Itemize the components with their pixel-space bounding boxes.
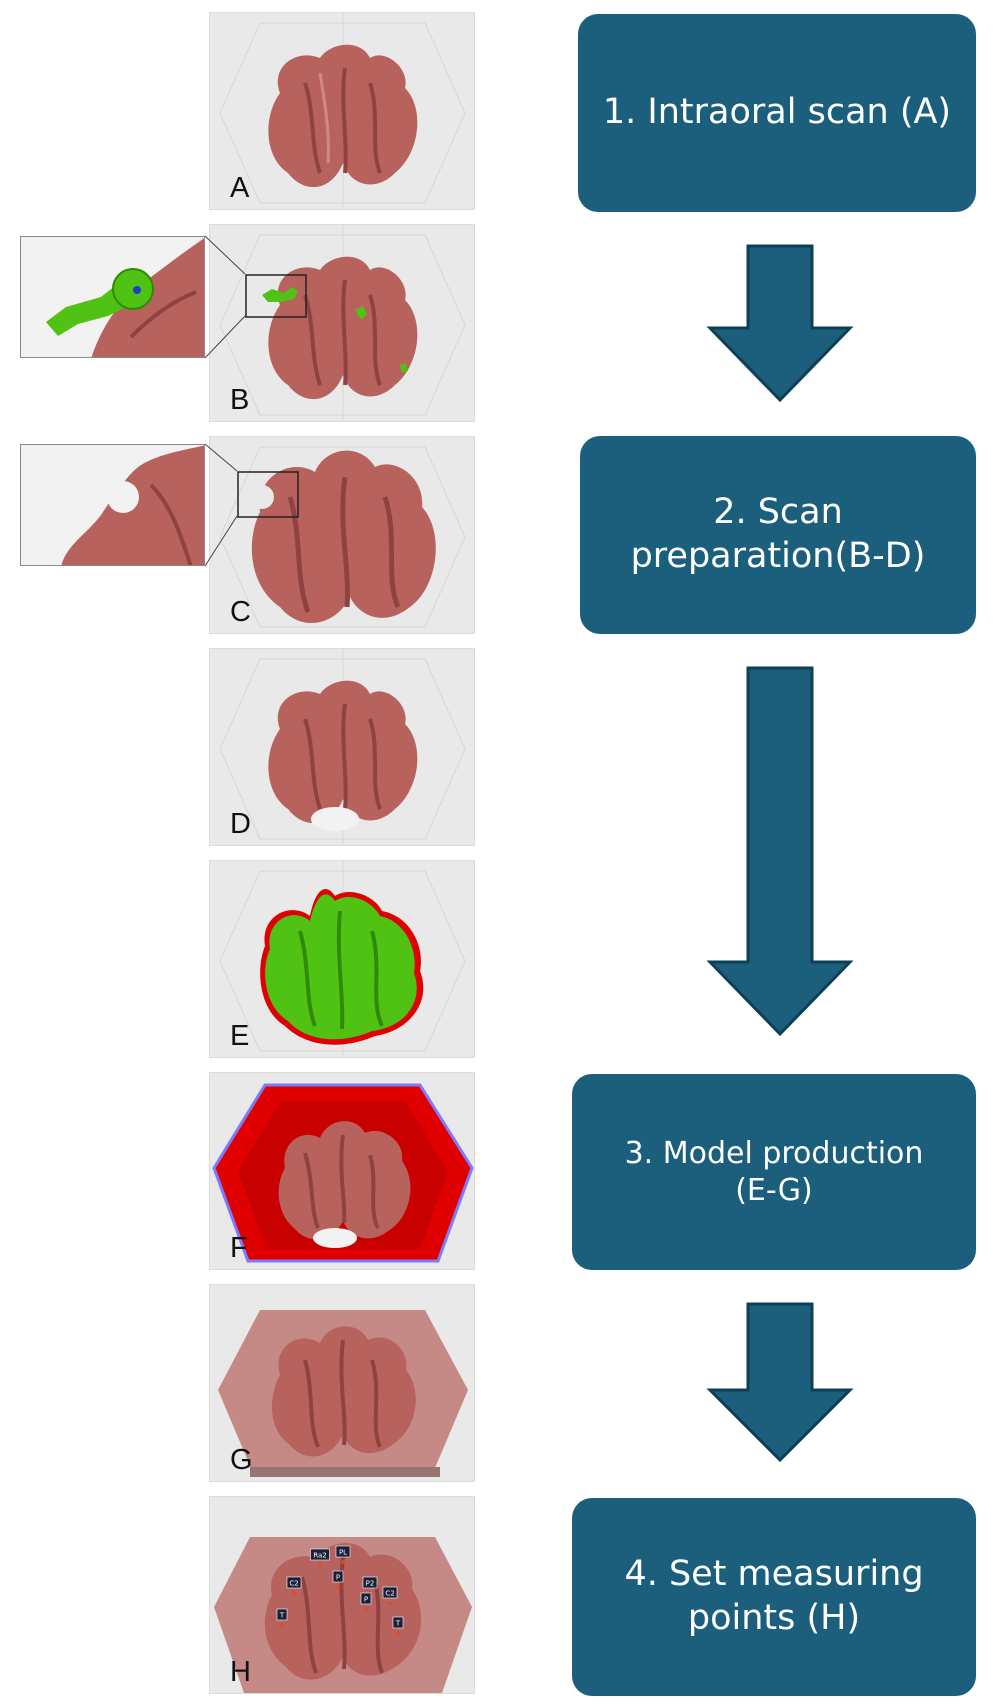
panel-c: C — [209, 436, 475, 634]
measuring-point-2: C2 — [286, 1576, 302, 1595]
svg-text:PL: PL — [339, 1549, 347, 1557]
panel-label: F — [230, 1232, 248, 1264]
step-1-label: 1. Intraoral scan (A) — [602, 92, 952, 133]
scan-render-d — [219, 649, 466, 845]
panel-f: F — [209, 1072, 475, 1270]
measuring-point-7: T — [276, 1608, 288, 1627]
measuring-point-5: C2 — [382, 1586, 398, 1605]
zoom-inset-c — [20, 444, 205, 566]
panel-a: A — [209, 12, 475, 210]
svg-text:P2: P2 — [366, 1580, 375, 1588]
down-arrow-2 — [706, 666, 854, 1037]
step-4-box: 4. Set measuring points (H) — [572, 1498, 976, 1696]
svg-text:C2: C2 — [385, 1590, 394, 1598]
panel-label: D — [230, 808, 251, 840]
down-arrow-3 — [706, 1302, 854, 1463]
scan-render-f — [212, 1083, 474, 1263]
step-1-box: 1. Intraoral scan (A) — [578, 14, 976, 212]
panel-label: G — [230, 1444, 253, 1476]
measuring-point-0: Ra2 — [310, 1548, 330, 1567]
panel-label: H — [230, 1656, 251, 1688]
svg-text:Ra2: Ra2 — [313, 1552, 326, 1560]
panel-d: D — [209, 648, 475, 846]
step-2-label-line2: preparation(B-D) — [630, 536, 926, 576]
step-3-box: 3. Model production (E-G) — [572, 1074, 976, 1270]
step-4-label-line1: 4. Set measuring — [624, 1554, 924, 1595]
measuring-point-1: PL — [335, 1545, 351, 1564]
measuring-point-3: P — [332, 1570, 344, 1589]
zoom-render-c — [61, 445, 204, 565]
step-3-label-line2: (E-G) — [735, 1173, 813, 1208]
scan-render-e — [219, 861, 466, 1057]
panel-label: B — [230, 384, 250, 416]
scan-render-g — [218, 1310, 468, 1477]
svg-text:C2: C2 — [289, 1580, 298, 1588]
panel-label: C — [230, 596, 251, 628]
zoom-inset-b — [20, 236, 205, 358]
scan-render-c — [219, 446, 466, 628]
step-2-label-line1: 2. Scan — [713, 492, 843, 533]
panel-e: E — [209, 860, 475, 1058]
panel-b: B — [209, 224, 475, 422]
down-arrow-1 — [706, 244, 854, 403]
measuring-point-6: P — [360, 1592, 372, 1611]
panel-g: G — [209, 1284, 475, 1482]
svg-text:P: P — [336, 1574, 340, 1582]
panel-label: E — [230, 1020, 250, 1052]
svg-text:T: T — [279, 1612, 285, 1620]
zoom-render-b — [46, 238, 204, 357]
svg-text:P: P — [364, 1596, 368, 1604]
measuring-point-8: T — [392, 1616, 404, 1635]
panel-label: A — [230, 172, 250, 204]
step-2-box: 2. Scan preparation(B-D) — [580, 436, 976, 634]
svg-text:T: T — [395, 1620, 401, 1628]
scan-render-a — [219, 13, 466, 209]
step-3-label-line1: 3. Model production — [624, 1135, 924, 1171]
scan-render-b — [219, 225, 466, 421]
step-4-label-line2: points (H) — [687, 1598, 861, 1638]
